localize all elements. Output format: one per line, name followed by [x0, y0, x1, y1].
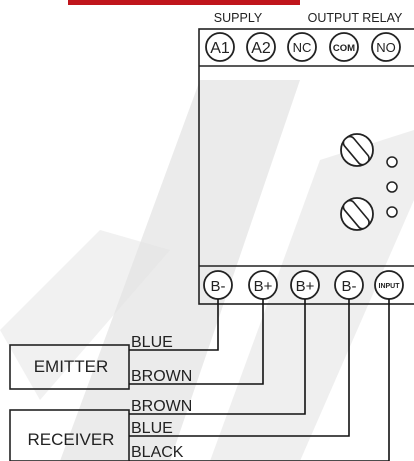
led-icon [386, 156, 398, 168]
terminal-input: INPUT [374, 270, 404, 300]
terminal-b-minus-2: B- [334, 270, 364, 300]
terminal-a1: A1 [205, 32, 235, 62]
terminal-no: NO [371, 32, 401, 62]
svg-text:A2: A2 [251, 40, 271, 57]
emitter-wire-brown: BROWN [131, 368, 192, 385]
svg-text:B+: B+ [296, 278, 315, 295]
led-icon [386, 206, 398, 218]
terminal-a2: A2 [246, 32, 276, 62]
receiver-wire-black: BLACK [131, 444, 184, 461]
adjust-knob-icon [340, 197, 374, 231]
led-icon [386, 181, 398, 193]
accent-bar [68, 0, 300, 5]
svg-text:NC: NC [293, 40, 312, 55]
svg-text:A1: A1 [210, 40, 230, 57]
terminal-b-plus-1: B+ [248, 270, 278, 300]
svg-text:NO: NO [376, 40, 396, 55]
wiring [129, 299, 390, 461]
emitter-label: EMITTER [34, 357, 109, 376]
terminal-b-minus-1: B- [203, 270, 233, 300]
output-relay-label: OUTPUT RELAY [308, 11, 403, 25]
svg-text:INPUT: INPUT [379, 283, 401, 290]
svg-text:B-: B- [211, 278, 226, 295]
receiver-wire-brown: BROWN [131, 398, 192, 415]
terminal-b-plus-2: B+ [290, 270, 320, 300]
svg-text:COM: COM [333, 43, 355, 54]
relay-module [198, 28, 414, 305]
svg-text:B+: B+ [254, 278, 273, 295]
emitter-box [9, 344, 130, 390]
svg-text:B-: B- [342, 278, 357, 295]
supply-label: SUPPLY [214, 11, 263, 25]
receiver-wire-blue: BLUE [131, 420, 173, 437]
emitter-wire-blue: BLUE [131, 334, 173, 351]
receiver-label: RECEIVER [28, 430, 115, 449]
terminal-com: COM [329, 32, 359, 62]
terminal-nc: NC [287, 32, 317, 62]
adjust-knob-icon [340, 133, 374, 167]
